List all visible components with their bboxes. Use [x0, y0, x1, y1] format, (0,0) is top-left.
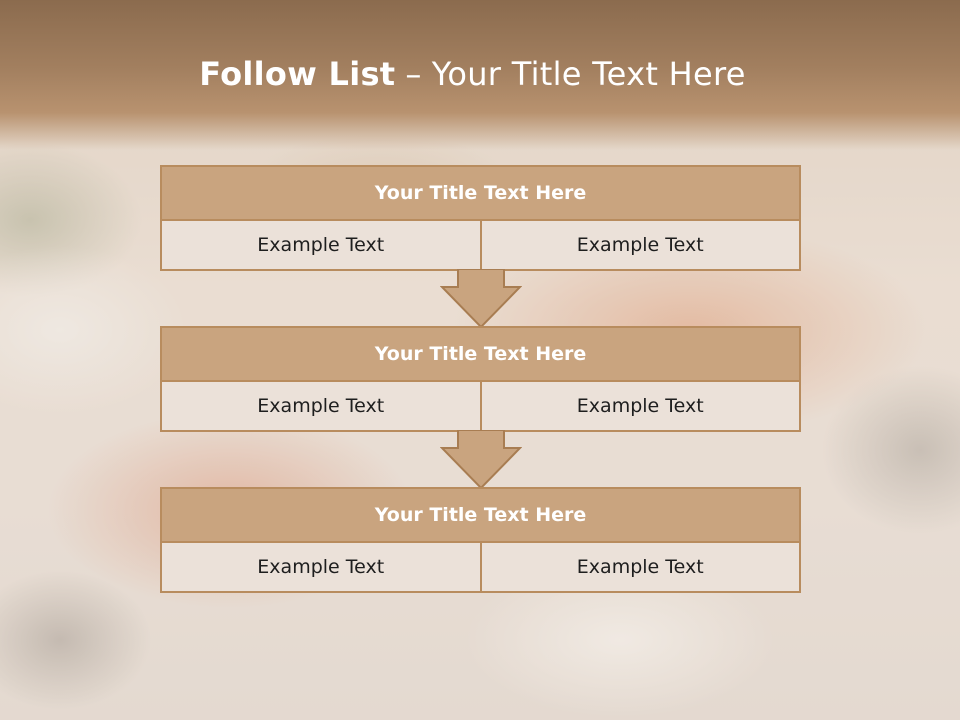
block-row: Example Text Example Text [160, 221, 801, 271]
header-band [0, 0, 960, 150]
slide-title-bold: Follow List [199, 55, 396, 93]
block-cell-left: Example Text [160, 543, 482, 593]
slide-title: Follow List–Your Title Text Here [0, 55, 945, 93]
down-arrow-icon [440, 269, 522, 329]
block-cell-right: Example Text [481, 382, 801, 432]
list-block-1: Your Title Text Here Example Text Exampl… [160, 165, 801, 271]
block-cell-right: Example Text [481, 543, 801, 593]
block-heading: Your Title Text Here [160, 326, 801, 382]
block-cell-right: Example Text [481, 221, 801, 271]
down-arrow-icon [440, 430, 522, 490]
block-heading: Your Title Text Here [160, 487, 801, 543]
block-row: Example Text Example Text [160, 543, 801, 593]
slide-title-rest: Your Title Text Here [431, 55, 746, 93]
list-block-3: Your Title Text Here Example Text Exampl… [160, 487, 801, 593]
block-cell-left: Example Text [160, 221, 482, 271]
block-cell-left: Example Text [160, 382, 482, 432]
block-heading: Your Title Text Here [160, 165, 801, 221]
block-row: Example Text Example Text [160, 382, 801, 432]
slide-title-separator: – [405, 55, 422, 93]
list-block-2: Your Title Text Here Example Text Exampl… [160, 326, 801, 432]
